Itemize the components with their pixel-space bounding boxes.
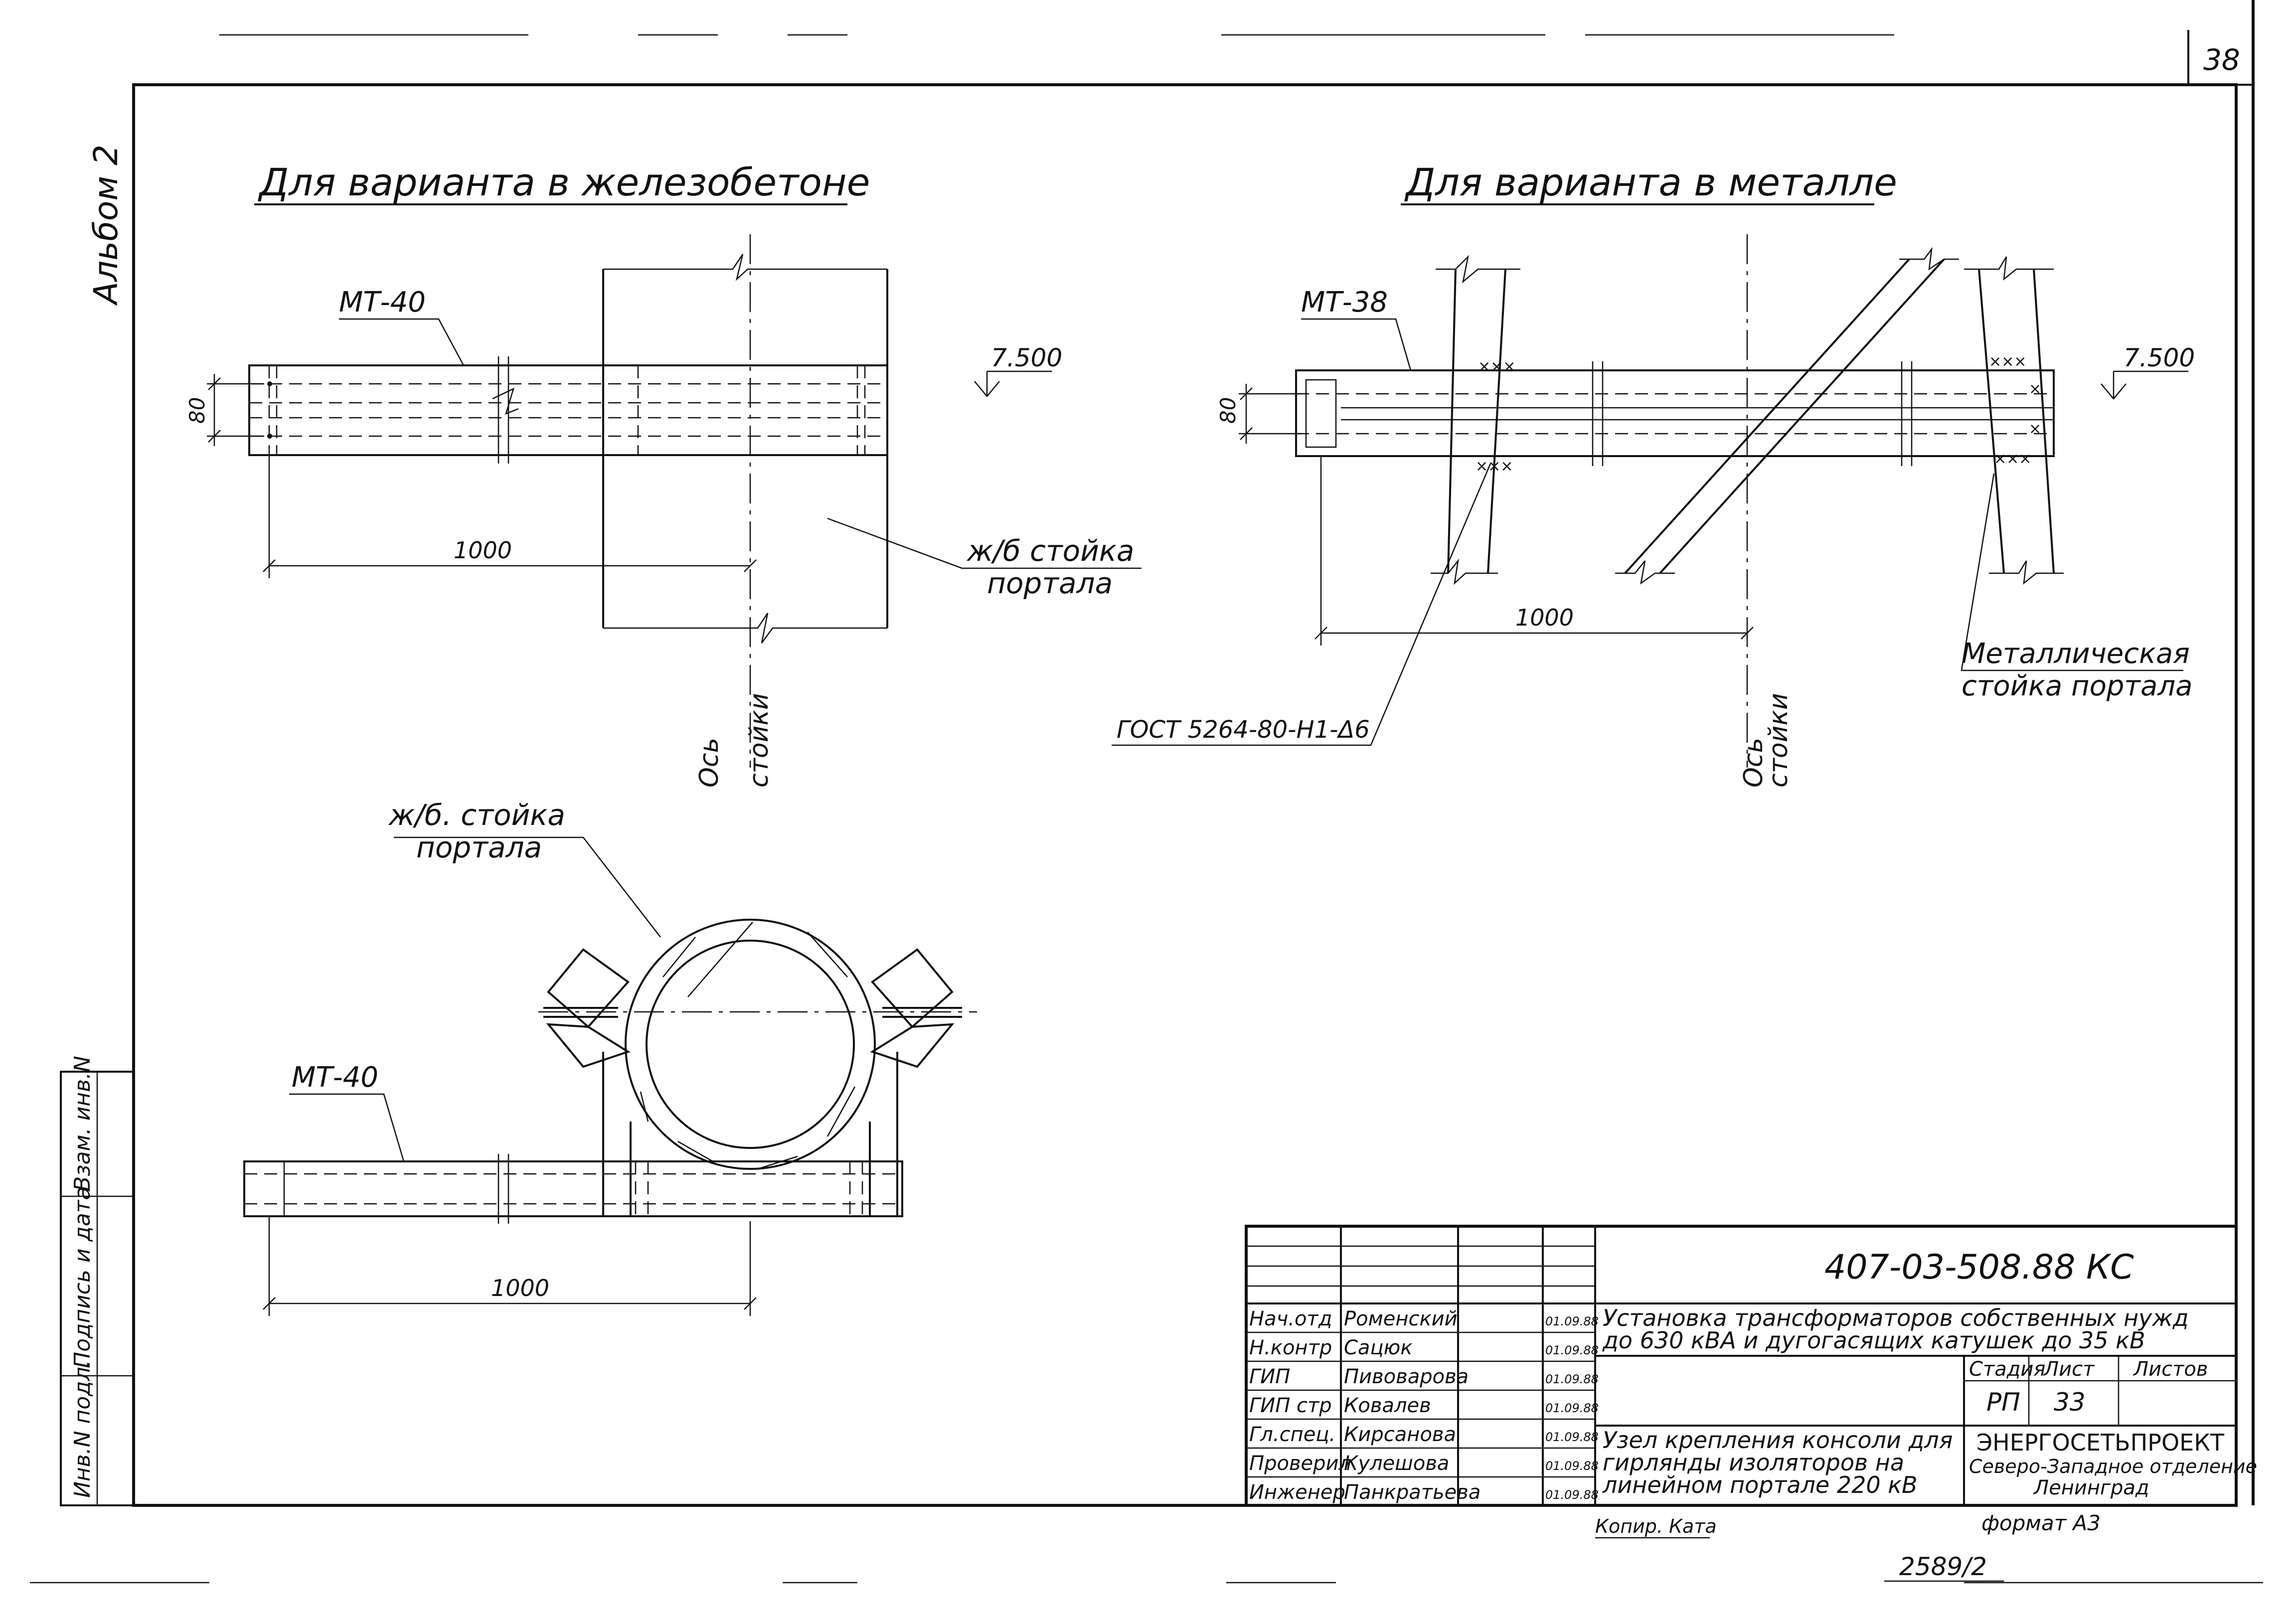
plan-clamp-right [870, 948, 962, 1068]
signature-role: Нач.отд [1249, 1307, 1332, 1330]
plan-column-inner [646, 940, 855, 1149]
signature-date: 01.09.88 [1545, 1401, 1599, 1415]
left-view: Для варианта в железобетоне [185, 160, 1142, 788]
title-project-line1: Установка трансформаторов собственных ну… [1603, 1304, 2189, 1331]
signature-name: Кулешова [1344, 1452, 1449, 1475]
signature-name: Кирсанова [1344, 1423, 1456, 1446]
left-axis-label-2: стойки [744, 693, 774, 788]
left-beam-label: МТ-40 [339, 286, 426, 319]
signature-name: Роменский [1344, 1307, 1458, 1330]
sheet-frame [132, 83, 2238, 1507]
plan-beam [243, 1154, 903, 1224]
plan-beam-label: МТ-40 [292, 1061, 378, 1094]
right-column-label-2: стойка портала [1962, 670, 2192, 702]
signature-date: 01.09.88 [1545, 1314, 1599, 1328]
right-dim-height: 80 [1216, 384, 1301, 444]
plan-column-label-1: ж/б. стойка [388, 798, 565, 832]
title-code: 407-03-508.88 КС [1824, 1248, 2134, 1287]
left-dim-length-value: 1000 [454, 537, 512, 564]
left-elevation-value: 7.500 [991, 343, 1062, 372]
sheet-number: 38 [2203, 43, 2240, 77]
left-column-label-1: ж/б стойка [966, 534, 1134, 568]
signature-name: Ковалев [1344, 1394, 1431, 1417]
right-axis-label-1: Ось [1739, 738, 1769, 788]
title-stage: РП [1986, 1388, 2020, 1417]
title-format: формат А3 [1981, 1511, 2101, 1535]
trim-marks [30, 34, 2263, 1584]
title-org-city: Ленинград [2033, 1476, 2149, 1499]
right-dim-length: 1000 [1314, 456, 1754, 646]
plan-column-label-2: портала [416, 830, 542, 864]
signature-role: Гл.спец. [1249, 1423, 1335, 1446]
right-weld-ref: ГОСТ 5264-80-Н1-Δ6 [1117, 716, 1370, 744]
signature-role: Проверил [1249, 1452, 1351, 1475]
signature-date: 01.09.88 [1545, 1372, 1599, 1386]
svg-text:×: × [2029, 380, 2041, 398]
title-drawing-line1: Узел крепления консоли для [1603, 1427, 1953, 1454]
left-view-title: Для варианта в железобетоне [258, 160, 870, 204]
side-stamp-col3: Взам. инв.N [70, 1056, 95, 1191]
side-stamp: Инв.N подл. Подпись и дата Взам. инв.N [60, 1056, 135, 1506]
album-label: Альбом 2 [87, 145, 125, 306]
right-elevation: 7.500 [2101, 343, 2195, 400]
title-org-branch: Северо-Западное отделение [1969, 1456, 2257, 1477]
signature-name: Панкратьева [1344, 1481, 1480, 1504]
title-sheet: 33 [2054, 1388, 2086, 1417]
right-dim-height-value: 80 [1216, 397, 1240, 424]
left-elevation: 7.500 [974, 343, 1062, 397]
left-dim-length: 1000 [263, 455, 757, 578]
title-drawing-line2: гирлянды изоляторов на [1603, 1449, 1904, 1476]
title-sheets-header: Листов [2132, 1358, 2208, 1381]
signature-date: 01.09.88 [1545, 1488, 1599, 1502]
title-sheet-header: Лист [2043, 1358, 2095, 1381]
svg-text:×××: ××× [1989, 353, 2026, 370]
signature-role: Инженер [1249, 1481, 1345, 1504]
right-axis-label-2: стойки [1764, 693, 1794, 788]
right-view-title: Для варианта в металле [1404, 160, 1897, 204]
left-axis-label-1: Ось [694, 738, 724, 788]
title-copied: Копир. Ката [1595, 1515, 1717, 1537]
right-dim-length-value: 1000 [1515, 604, 1574, 631]
title-drawing-line3: линейном портале 220 кВ [1602, 1471, 1918, 1498]
left-column-label-2: портала [987, 566, 1113, 600]
plan-dim-length-value: 1000 [491, 1275, 549, 1301]
svg-text:×××: ××× [1994, 450, 2031, 468]
plan-dim-length: 1000 [263, 1216, 757, 1316]
left-beam [248, 356, 888, 464]
signature-name: Пивоварова [1344, 1365, 1469, 1388]
signature-date: 01.09.88 [1545, 1459, 1599, 1473]
right-beam-label: МТ-38 [1301, 286, 1388, 319]
signature-date: 01.09.88 [1545, 1343, 1599, 1357]
plan-column-outer [625, 919, 876, 1170]
right-leg-right [1964, 256, 2064, 585]
signature-role: Н.контр [1249, 1336, 1332, 1359]
plan-clamp-left [543, 948, 631, 1068]
left-dim-height: 80 [185, 374, 264, 446]
title-org-name: ЭНЕРГОСЕТЬПРОЕКТ [1976, 1429, 2225, 1456]
signature-role: ГИП стр [1249, 1394, 1332, 1417]
right-view: Для варианта в металле [1112, 160, 2195, 788]
signature-role: ГИП [1249, 1365, 1290, 1388]
signature-date: 01.09.88 [1545, 1430, 1599, 1444]
right-column-label-1: Металлическая [1962, 638, 2190, 670]
left-dim-height-value: 80 [185, 397, 209, 424]
signature-name: Сацюк [1344, 1336, 1413, 1359]
svg-text:×××: ××× [1478, 358, 1515, 375]
side-stamp-col2: Подпись и дата [70, 1187, 95, 1368]
right-beam: ××× ××× ××× ××× × × [1295, 353, 2055, 475]
right-leg-left [1431, 255, 1520, 585]
title-stage-header: Стадия [1969, 1358, 2045, 1381]
right-elevation-value: 7.500 [2124, 343, 2195, 372]
title-archive: 2589/2 [1899, 1552, 1987, 1581]
side-stamp-col1: Инв.N подл. [70, 1360, 95, 1498]
plan-view: МТ-40 ж/б. стойка портала 1000 [243, 798, 977, 1316]
right-diagonal-brace [1615, 247, 1959, 585]
svg-text:×: × [2029, 420, 2041, 438]
svg-text:×××: ××× [1476, 458, 1513, 475]
title-project-line2: до 630 кВА и дугогасящих катушек до 35 к… [1602, 1327, 2145, 1354]
